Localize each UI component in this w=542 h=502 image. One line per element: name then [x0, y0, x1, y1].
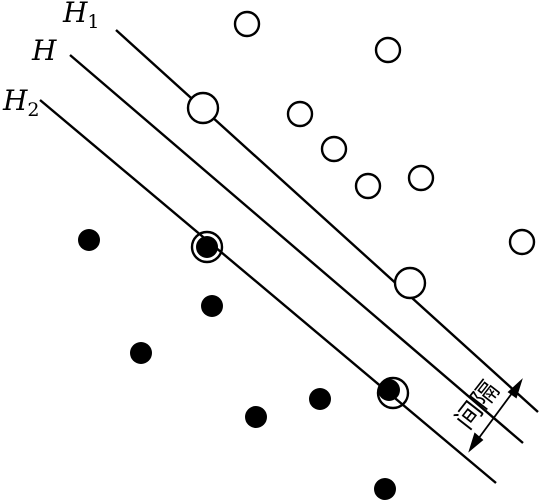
positive-point — [508, 228, 536, 256]
negative-support-vector-dot — [196, 236, 218, 258]
positive-support-vector — [186, 91, 220, 125]
negative-point — [309, 388, 331, 410]
negative-support-vector-ring — [190, 230, 224, 264]
label-h2: H2 — [2, 84, 40, 121]
margin-label: 间隔 — [450, 376, 506, 435]
negative-support-vector-dot — [378, 379, 400, 401]
margin-arrowhead-top — [507, 378, 523, 399]
positive-support-vector — [393, 266, 427, 300]
negative-point — [130, 342, 152, 364]
hyperplane-h-line — [69, 54, 524, 444]
label-h1: H1 — [62, 0, 100, 33]
positive-point — [286, 100, 314, 128]
positive-point — [354, 172, 382, 200]
positive-point — [233, 10, 261, 38]
negative-point — [374, 478, 396, 500]
margin-arrow — [468, 378, 523, 453]
label-h: H — [31, 34, 57, 67]
negative-points — [78, 229, 396, 500]
positive-point — [407, 164, 435, 192]
negative-point — [201, 295, 223, 317]
positive-point — [320, 135, 348, 163]
hyperplane-h1-line — [115, 29, 539, 413]
positive-point — [374, 36, 402, 64]
hyperplane-h2-line — [39, 99, 497, 484]
negative-support-vectors — [190, 230, 410, 410]
negative-point — [78, 229, 100, 251]
negative-support-vector-ring — [376, 376, 410, 410]
negative-point — [245, 406, 267, 428]
positive-points — [186, 10, 536, 300]
margin-arrowhead-bottom — [468, 432, 484, 453]
